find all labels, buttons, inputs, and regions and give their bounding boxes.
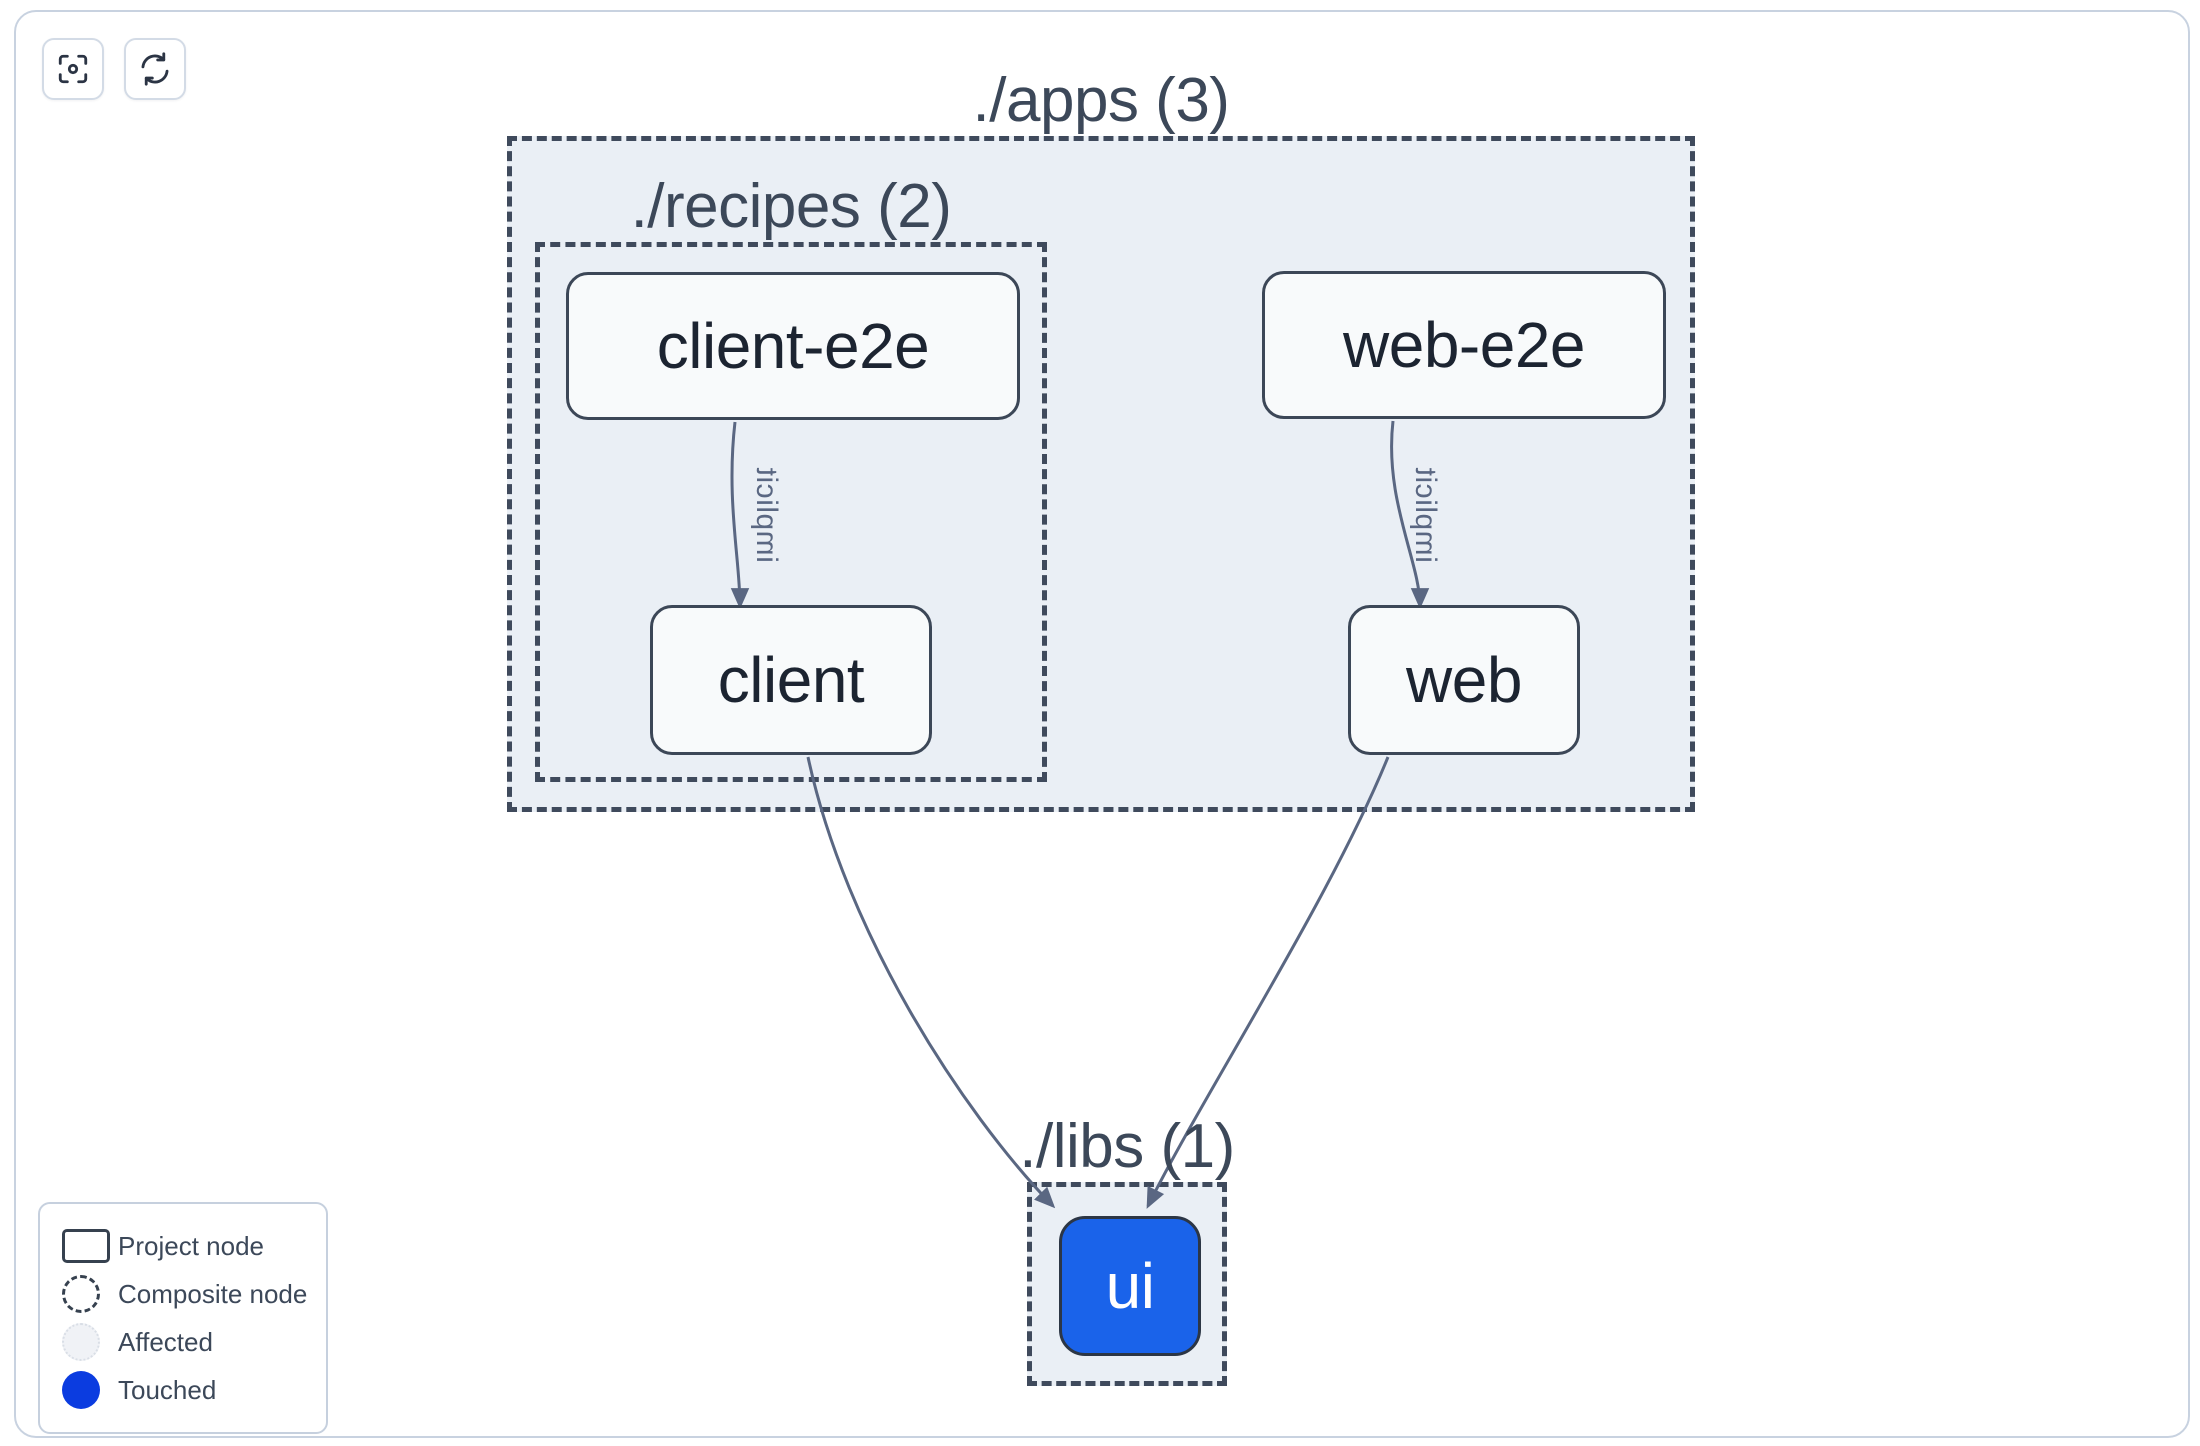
composite-node-key-icon: [62, 1275, 118, 1313]
edge-label-client-implicit: implicit: [749, 467, 783, 563]
project-node-key-icon: [62, 1229, 118, 1263]
node-label: web: [1406, 644, 1522, 716]
focus-scan-icon: [56, 52, 90, 86]
group-label-recipes: ./recipes (2): [630, 172, 952, 241]
legend-label: Composite node: [118, 1279, 308, 1309]
group-label-apps: ./apps (3): [972, 66, 1230, 135]
refresh-sync-icon: [138, 52, 172, 86]
node-label: client: [717, 644, 865, 716]
edge-client-to-ui: [806, 756, 1056, 1209]
project-node-client-e2e[interactable]: client-e2e: [566, 272, 1020, 420]
project-node-web[interactable]: web: [1348, 605, 1580, 755]
legend-label: Affected: [118, 1327, 213, 1357]
graph-legend: Project node Composite node Affected Tou…: [38, 1202, 328, 1434]
group-label-libs: ./libs (1): [1019, 1112, 1235, 1181]
graph-toolbar: [42, 38, 186, 100]
project-node-ui[interactable]: ui: [1059, 1216, 1201, 1356]
legend-label: Touched: [118, 1375, 217, 1405]
touched-key-icon: [62, 1371, 118, 1409]
node-label: web-e2e: [1343, 309, 1586, 381]
refresh-graph-button[interactable]: [124, 38, 186, 100]
project-node-web-e2e[interactable]: web-e2e: [1262, 271, 1666, 419]
node-label: client-e2e: [656, 310, 930, 382]
affected-key-icon: [62, 1323, 118, 1361]
node-label: ui: [1105, 1250, 1155, 1322]
edge-label-web-implicit: implicit: [1408, 467, 1442, 563]
legend-row-composite-node: Composite node: [62, 1270, 308, 1318]
legend-label: Project node: [118, 1231, 264, 1261]
project-node-client[interactable]: client: [650, 605, 932, 755]
legend-row-project-node: Project node: [62, 1222, 306, 1270]
legend-row-touched: Touched: [62, 1366, 306, 1414]
focus-graph-button[interactable]: [42, 38, 104, 100]
legend-row-affected: Affected: [62, 1318, 306, 1366]
